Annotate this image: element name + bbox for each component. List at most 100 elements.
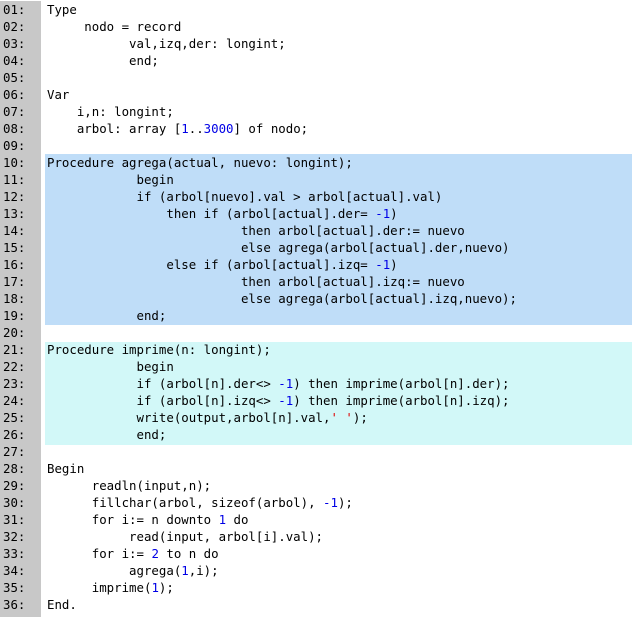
line-code: end; [47, 307, 167, 324]
line-number: 17: [3, 274, 26, 289]
code-line: 21: Procedure imprime(n: longint); [0, 341, 634, 358]
line-number: 16: [3, 257, 26, 272]
code-text: readln(input,n); [47, 478, 212, 493]
code-text: write(output,arbol[n].val, [47, 410, 331, 425]
line-number: 24: [3, 393, 26, 408]
line-number: 36: [3, 597, 26, 612]
line-number: 29: [3, 478, 26, 493]
line-number: 19: [3, 308, 26, 323]
line-number: 33: [3, 546, 26, 561]
line-code: else if (arbol[actual].izq= -1) [47, 256, 397, 273]
code-text: Begin [47, 461, 85, 476]
line-code: Type [47, 1, 77, 18]
code-line: 07: i,n: longint; [0, 103, 634, 120]
line-number: 21: [3, 342, 26, 357]
code-line: 35: imprime(1); [0, 579, 634, 596]
code-text: begin [47, 172, 174, 187]
numeric-literal: -1 [375, 257, 391, 272]
code-text: Procedure imprime(n: longint); [47, 342, 271, 357]
line-number: 28: [3, 461, 26, 476]
code-text: end; [47, 427, 167, 442]
code-text: agrega( [47, 563, 182, 578]
code-line: 16: else if (arbol[actual].izq= -1) [0, 256, 634, 273]
line-number: 09: [3, 138, 26, 153]
code-text: ); [337, 495, 353, 510]
line-number: 34: [3, 563, 26, 578]
code-line: 04: end; [0, 52, 634, 69]
line-number: 05: [3, 70, 26, 85]
code-line: 32: read(input, arbol[i].val); [0, 528, 634, 545]
code-line: 23: if (arbol[n].der<> -1) then imprime(… [0, 375, 634, 392]
line-code: arbol: array [1..3000] of nodo; [47, 120, 308, 137]
line-number: 10: [3, 155, 26, 170]
line-code: then arbol[actual].izq:= nuevo [47, 273, 465, 290]
line-number: 06: [3, 87, 26, 102]
code-text: End. [47, 597, 77, 612]
code-text: i,n: longint; [47, 104, 174, 119]
code-line: 27: [0, 443, 634, 460]
line-code: readln(input,n); [47, 477, 211, 494]
numeric-literal: 1 [181, 121, 189, 136]
numeric-literal: -1 [278, 393, 294, 408]
code-line: 08: arbol: array [1..3000] of nodo; [0, 120, 634, 137]
line-number: 32: [3, 529, 26, 544]
code-text: else agrega(arbol[actual].der,nuevo) [47, 240, 510, 255]
line-code: imprime(1); [47, 579, 174, 596]
code-line: 14: then arbol[actual].der:= nuevo [0, 222, 634, 239]
line-code: for i:= 2 to n do [47, 545, 219, 562]
code-line: 22: begin [0, 358, 634, 375]
code-area[interactable] [41, 1, 634, 617]
code-text: for i:= [47, 546, 152, 561]
code-line: 09: [0, 137, 634, 154]
line-number: 01: [3, 2, 26, 17]
code-text: end; [47, 53, 159, 68]
code-line: 25: write(output,arbol[n].val,' '); [0, 409, 634, 426]
code-text: read(input, arbol[i].val); [47, 529, 324, 544]
numeric-literal: 3000 [203, 121, 234, 136]
line-code: Var [47, 86, 69, 103]
line-code: else agrega(arbol[actual].izq,nuevo); [47, 290, 517, 307]
line-code: begin [47, 171, 174, 188]
line-number: 18: [3, 291, 26, 306]
numeric-literal: 1 [181, 563, 189, 578]
line-code: read(input, arbol[i].val); [47, 528, 323, 545]
code-text: if (arbol[n].izq<> [47, 393, 279, 408]
highlight-procedure-agrega [45, 154, 632, 325]
line-code: i,n: longint; [47, 103, 174, 120]
code-line: 13: then if (arbol[actual].der= -1) [0, 205, 634, 222]
code-line: 28: Begin [0, 460, 634, 477]
line-number: 13: [3, 206, 26, 221]
code-line: 17: then arbol[actual].izq:= nuevo [0, 273, 634, 290]
line-number: 15: [3, 240, 26, 255]
code-text: end; [47, 308, 167, 323]
code-line: 06: Var [0, 86, 634, 103]
line-code: val,izq,der: longint; [47, 35, 286, 52]
line-number: 12: [3, 189, 26, 204]
code-text: if (arbol[nuevo].val > arbol[actual].val… [47, 189, 443, 204]
line-number: 20: [3, 325, 26, 340]
line-code: if (arbol[nuevo].val > arbol[actual].val… [47, 188, 443, 205]
line-number: 08: [3, 121, 26, 136]
line-code: then arbol[actual].der:= nuevo [47, 222, 465, 239]
line-number: 25: [3, 410, 26, 425]
line-code: else agrega(arbol[actual].der,nuevo) [47, 239, 510, 256]
numeric-literal: -1 [375, 206, 391, 221]
line-code: then if (arbol[actual].der= -1) [47, 205, 398, 222]
code-text: imprime( [47, 580, 152, 595]
code-text: ,i); [188, 563, 219, 578]
code-line: 20: [0, 324, 634, 341]
line-number: 14: [3, 223, 26, 238]
code-text: ) [390, 206, 398, 221]
line-number: 35: [3, 580, 26, 595]
code-text: then arbol[actual].der:= nuevo [47, 223, 465, 238]
numeric-literal: 1 [151, 580, 159, 595]
line-number: 02: [3, 19, 26, 34]
code-text: val,izq,der: longint; [47, 36, 286, 51]
code-text: then arbol[actual].izq:= nuevo [47, 274, 465, 289]
numeric-literal: 2 [151, 546, 159, 561]
code-text: else if (arbol[actual].izq= [47, 257, 376, 272]
code-text: if (arbol[n].der<> [47, 376, 279, 391]
code-line: 30: fillchar(arbol, sizeof(arbol), -1); [0, 494, 634, 511]
line-code: begin [47, 358, 174, 375]
